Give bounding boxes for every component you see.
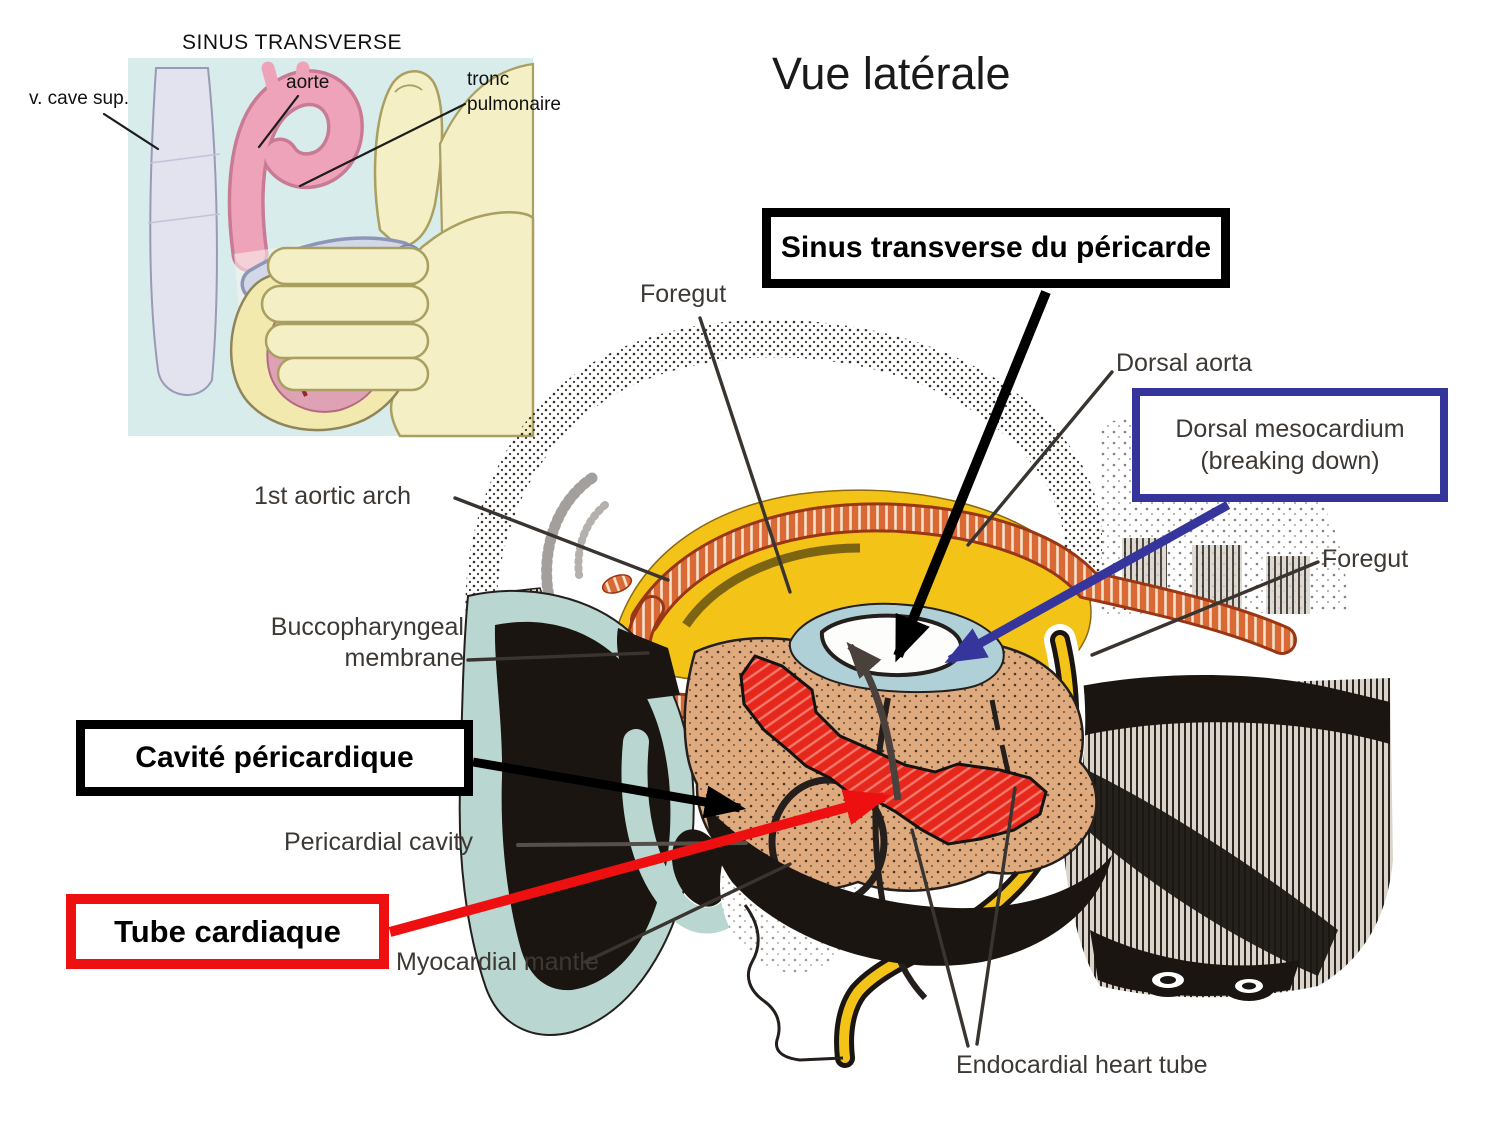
inset-heading: SINUS TRANSVERSE xyxy=(182,31,402,54)
fist-fingers-shape xyxy=(260,246,430,392)
buccopharyngeal-membrane-shape xyxy=(616,628,680,700)
label-myocardial-mantle: Myocardial mantle xyxy=(396,948,599,976)
vena-cava-shape xyxy=(147,67,221,396)
label-buccopharyngeal-membrane: Buccopharyngeal membrane xyxy=(270,613,464,672)
callout-tube-cardiaque: Tube cardiaque xyxy=(66,894,389,969)
label-pulmonary-trunk: tronc pulmonaire xyxy=(467,69,561,115)
leader-foregut-right xyxy=(1090,560,1320,657)
leader-aorta xyxy=(257,94,300,149)
arrow-tube-cardiaque xyxy=(388,789,891,937)
label-foregut-right: Foregut xyxy=(1322,545,1409,573)
arrow-cavite-pericardique xyxy=(472,757,747,819)
leader-myocardial-mantle xyxy=(583,862,792,964)
label-foregut-top: Foregut xyxy=(640,280,727,308)
label-dorsal-aorta: Dorsal aorta xyxy=(1116,349,1253,377)
arrow-sinus-transverse xyxy=(893,290,1051,663)
callout-dorsal-mesocardium: Dorsal mesocardium (breaking down) xyxy=(1132,388,1448,502)
body-wall-right xyxy=(1059,675,1393,1001)
page-title: Vue latérale xyxy=(772,48,1011,99)
thumb-shape xyxy=(373,70,444,250)
label-vena-cava: v. cave sup. xyxy=(29,88,129,109)
label-aorta: aorte xyxy=(286,72,330,93)
leader-buccopharyngeal xyxy=(466,651,650,662)
inset-heart-hand-illustration xyxy=(128,58,535,438)
leader-foregut-top xyxy=(698,316,792,594)
sinus-path-curved-arrow xyxy=(846,641,902,801)
vessel-cross-sections xyxy=(1138,963,1276,1001)
inset-leader-lines xyxy=(102,94,467,188)
label-first-aortic-arch: 1st aortic arch xyxy=(254,482,412,510)
callout-sinus-transverse: Sinus transverse du péricarde xyxy=(762,208,1230,288)
label-endocardial-heart-tube: Endocardial heart tube xyxy=(956,1051,1208,1079)
label-pericardial-cavity: Pericardial cavity xyxy=(284,828,473,856)
arrow-dorsal-mesocardium xyxy=(944,501,1231,664)
heart-tube-highlight xyxy=(739,654,1048,846)
mantle-shadow xyxy=(705,805,1112,966)
ventral-edge-line xyxy=(743,904,844,1062)
leader-endocardial-heart-tube xyxy=(910,786,1017,1048)
leader-vena-cava xyxy=(102,112,160,151)
leader-dorsal-aorta xyxy=(966,370,1114,547)
aorta-shape xyxy=(227,61,364,273)
callout-cavite-pericardique: Cavité péricardique xyxy=(76,720,473,796)
leader-pulmonary-trunk xyxy=(298,102,467,188)
leader-first-aortic-arch xyxy=(453,496,670,582)
